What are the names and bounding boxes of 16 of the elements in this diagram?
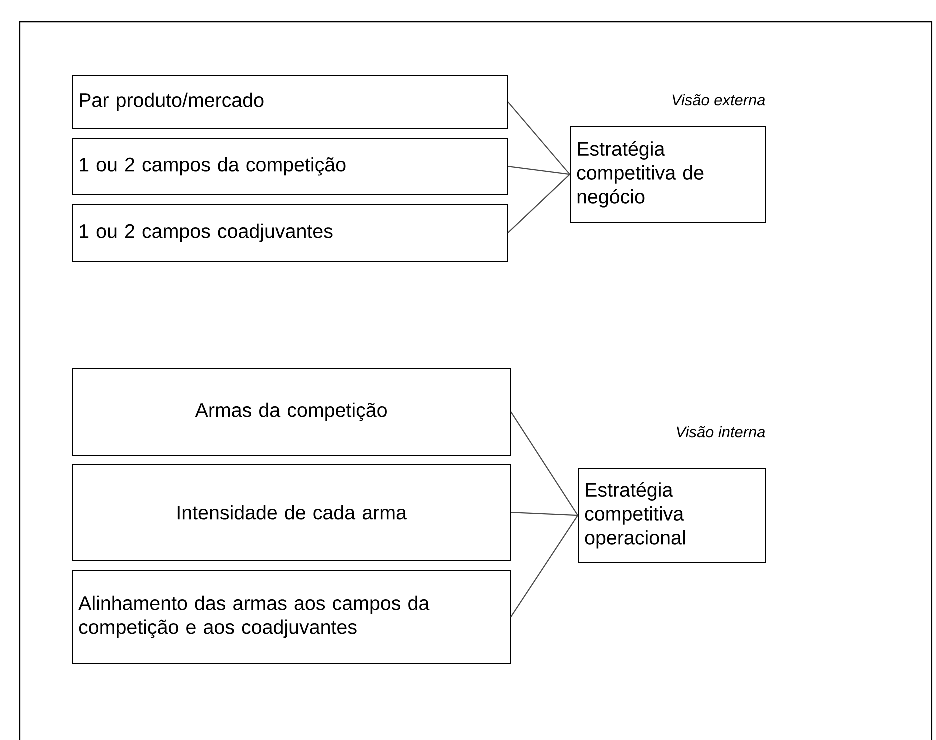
connector-line xyxy=(508,166,570,176)
text-box: Par produto/mercado xyxy=(72,75,508,130)
view-label: Visão interna xyxy=(677,426,766,438)
connector-line xyxy=(508,174,570,234)
text-box: Armas da competição xyxy=(72,368,512,456)
text-box: Intensidade de cada arma xyxy=(72,464,512,562)
connector-line xyxy=(510,515,578,618)
text-box: 1 ou 2 campos coadjuvantes xyxy=(72,204,508,262)
view-label: Visão externa xyxy=(672,94,766,106)
text-box: 1 ou 2 campos da competição xyxy=(72,138,508,196)
text-box: Alinhamento das armas aos campos da competição e aos coadjuvantes xyxy=(72,570,512,664)
connector-line xyxy=(511,512,578,516)
text-box: Estratégia competitiva operacional xyxy=(578,468,766,564)
connector-line xyxy=(510,412,578,516)
connector-line xyxy=(508,102,570,175)
text-box: Estratégia competitiva de negócio xyxy=(570,126,766,224)
